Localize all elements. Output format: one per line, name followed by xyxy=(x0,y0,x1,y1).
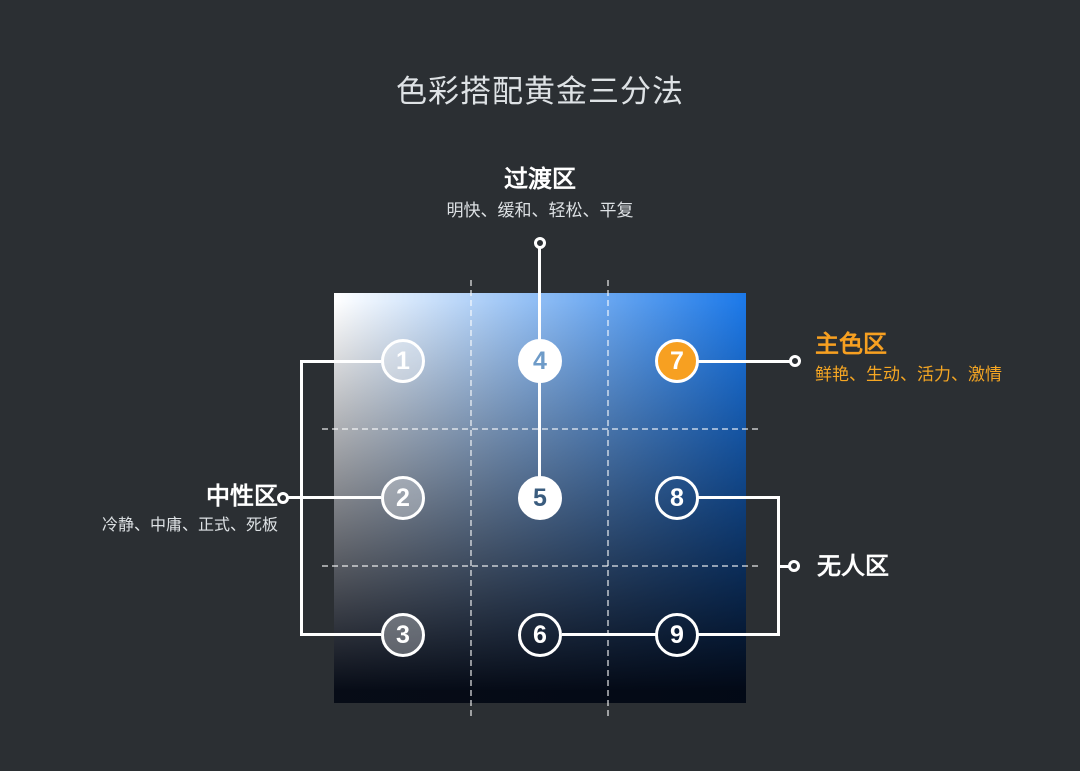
connector-line-neutral xyxy=(285,496,381,499)
cell-4-number: 4 xyxy=(533,346,547,375)
zone-neutral-title: 中性区 xyxy=(206,483,278,510)
cell-4: 4 xyxy=(518,339,562,383)
cell-8: 8 xyxy=(655,476,699,520)
cell-2: 2 xyxy=(381,476,425,520)
zone-transition-traits: 明快、缓和、轻松、平复 xyxy=(446,201,634,220)
cell-3: 3 xyxy=(381,613,425,657)
connector-line-cell6-cell9 xyxy=(562,633,656,636)
cell-5: 5 xyxy=(518,476,562,520)
zone-label-noman: 无人区 xyxy=(817,554,889,580)
cell-8-number: 8 xyxy=(670,483,684,512)
connector-dot-neutral xyxy=(277,492,289,504)
page-title: 色彩搭配黄金三分法 xyxy=(396,74,684,109)
cell-2-number: 2 xyxy=(396,483,410,512)
connector-dot-main xyxy=(789,355,801,367)
cell-7: 7 xyxy=(655,339,699,383)
zone-label-neutral: 中性区 冷静、中庸、正式、死板 xyxy=(102,484,278,536)
grid-line-vertical-1 xyxy=(470,280,472,716)
connector-dot-transition xyxy=(534,237,546,249)
connector-line-cell8 xyxy=(698,496,780,499)
zone-label-transition: 过渡区 明快、缓和、轻松、平复 xyxy=(340,167,740,221)
cell-6-number: 6 xyxy=(533,620,547,649)
cell-1: 1 xyxy=(381,339,425,383)
connector-line-cell9 xyxy=(698,633,780,636)
connector-dot-noman xyxy=(788,560,800,572)
zone-label-main: 主色区 鲜艳、生动、活力、激情 xyxy=(815,332,1002,385)
grid-line-vertical-2 xyxy=(607,280,609,716)
cell-9-number: 9 xyxy=(670,620,684,649)
connector-line-noman xyxy=(779,565,795,568)
connector-line-cell3 xyxy=(301,633,381,636)
zone-transition-title: 过渡区 xyxy=(504,166,576,193)
connector-line-cell1 xyxy=(301,360,381,363)
zone-main-traits: 鲜艳、生动、活力、激情 xyxy=(815,365,1002,384)
grid-line-horizontal-2 xyxy=(322,565,758,567)
cell-7-number: 7 xyxy=(670,346,684,375)
connector-line-main xyxy=(677,360,795,363)
zone-main-title: 主色区 xyxy=(815,331,887,358)
cell-6: 6 xyxy=(518,613,562,657)
cell-3-number: 3 xyxy=(396,620,410,649)
connector-line-right-vertical xyxy=(777,496,780,636)
cell-1-number: 1 xyxy=(396,346,410,375)
zone-neutral-traits: 冷静、中庸、正式、死板 xyxy=(101,517,278,534)
cell-9: 9 xyxy=(655,613,699,657)
cell-5-number: 5 xyxy=(533,483,547,512)
zone-noman-title: 无人区 xyxy=(817,553,889,580)
